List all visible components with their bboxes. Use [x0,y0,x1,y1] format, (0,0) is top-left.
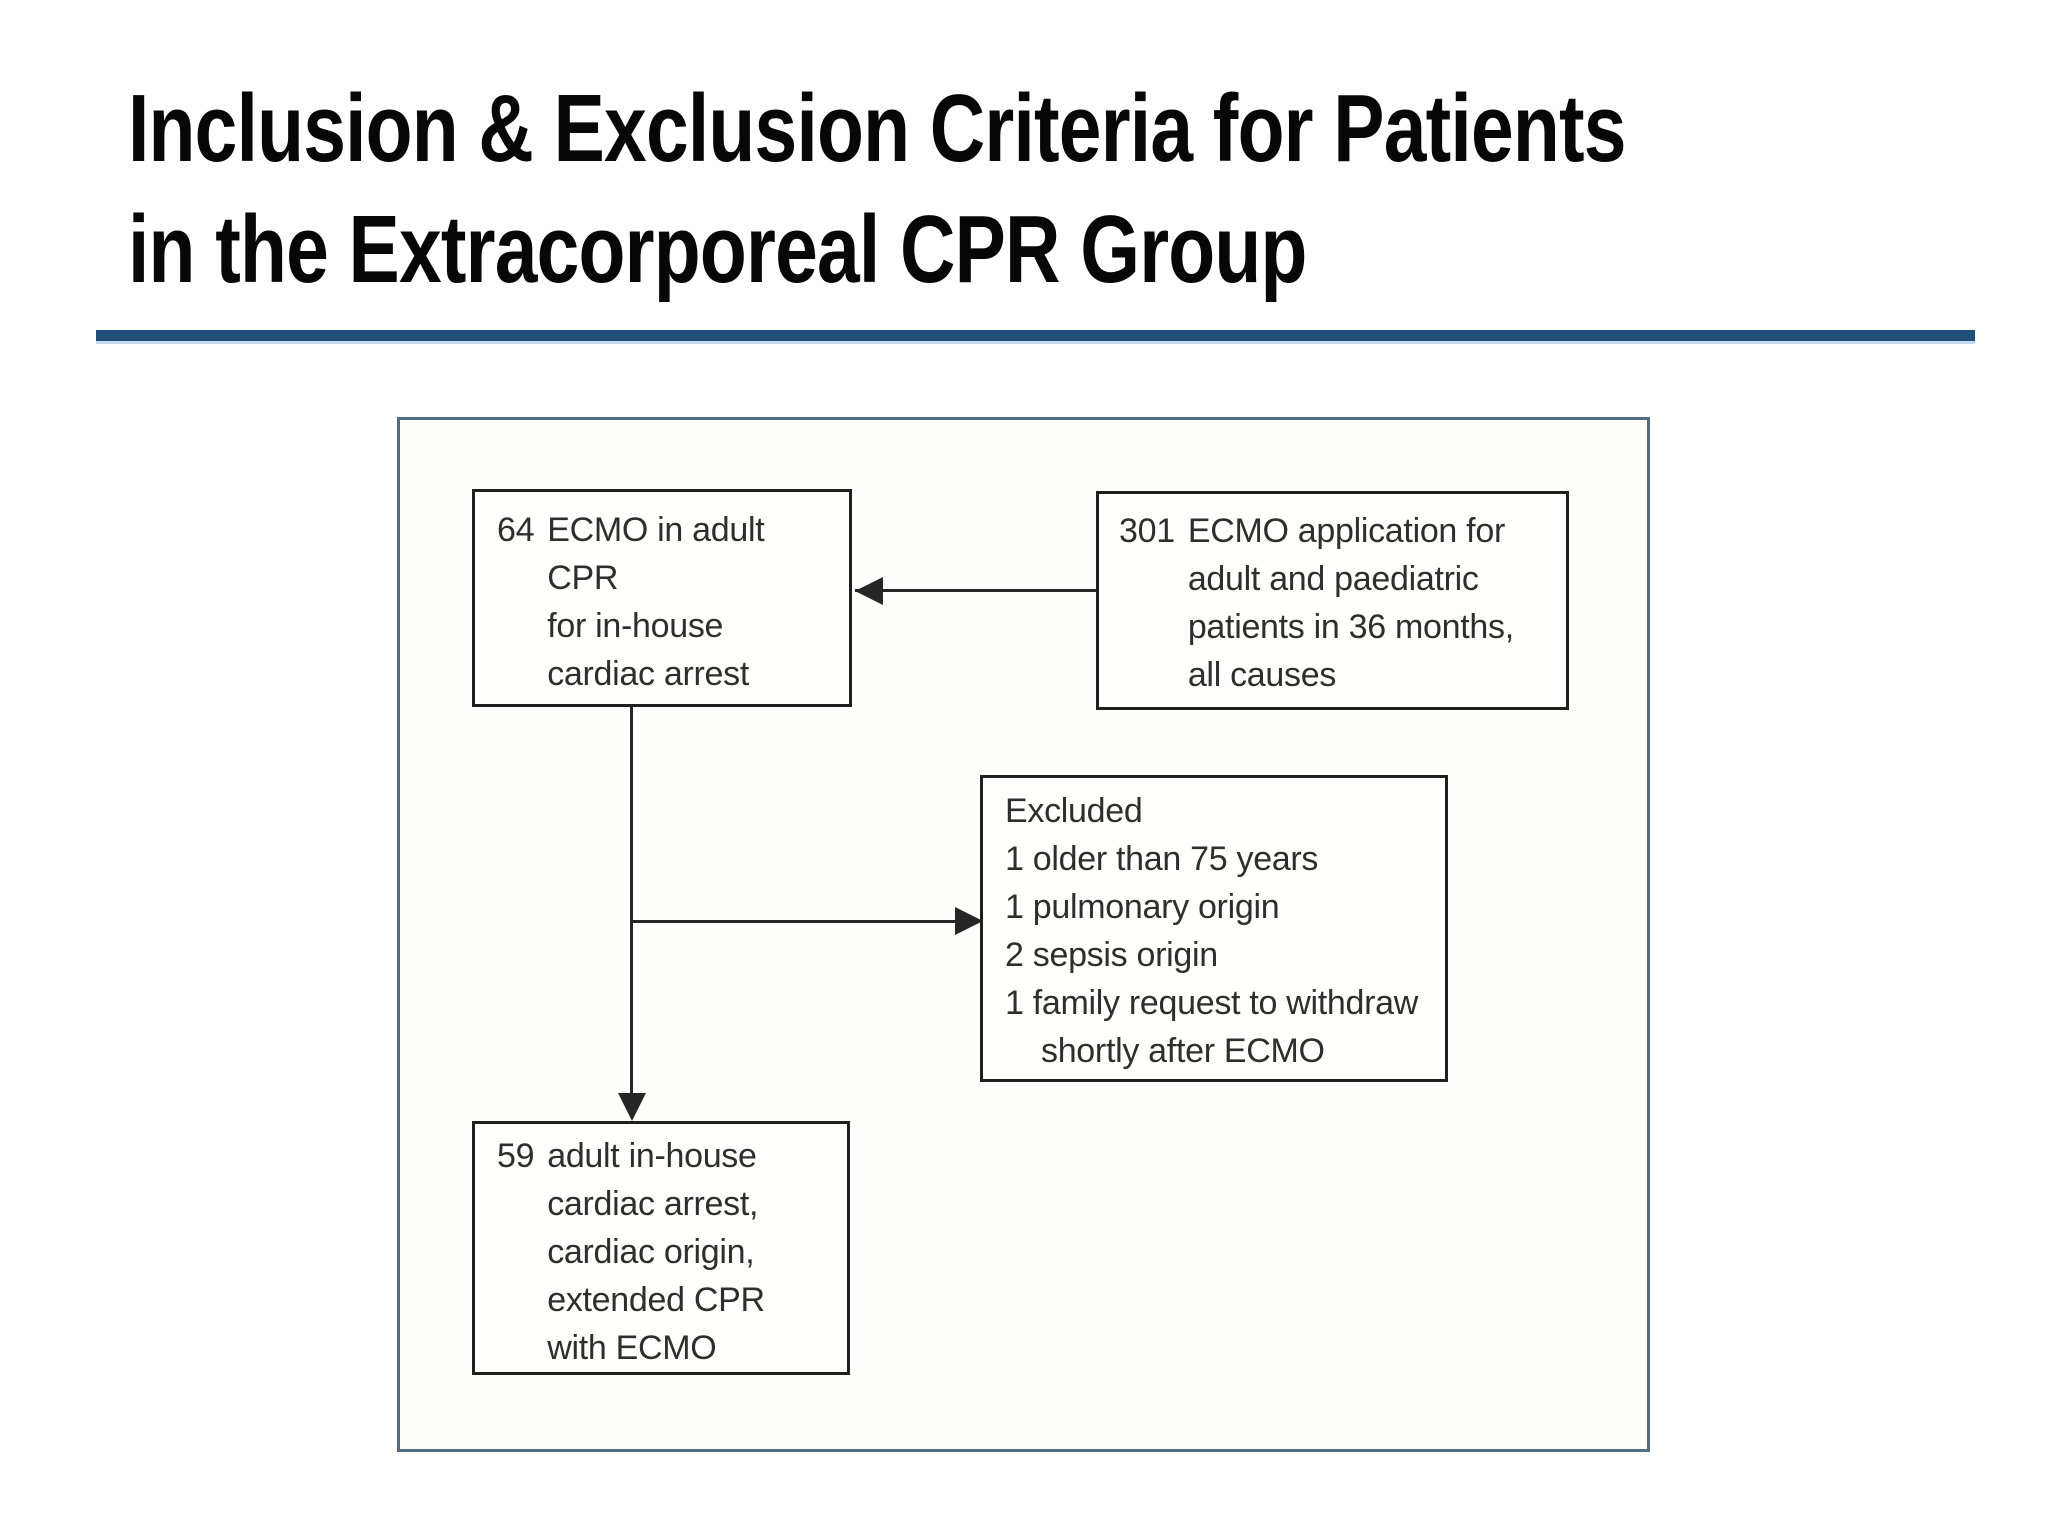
box-ecmo-adult-cpr-text: ECMO in adult CPR for in-house cardiac a… [547,511,765,693]
slide-title: Inclusion & Exclusion Criteria for Patie… [128,68,2000,310]
box-ecmo-total-count: 301 [1119,512,1175,550]
excluded-item-age: 1 older than 75 years [1005,840,1319,878]
excluded-item-sepsis: 2 sepsis origin [1005,936,1218,974]
arrow-total-to-adult-head-icon [855,577,883,605]
title-underline [96,330,1975,344]
arrow-adult-to-final-line [630,707,633,1095]
slide-title-line1: Inclusion & Exclusion Criteria for Patie… [128,75,1626,182]
box-excluded-title: Excluded [1005,792,1143,830]
box-ecmo-adult-cpr: 64 ECMO in adult CPR for in-house cardia… [472,489,852,707]
box-final-cohort-content: 59 adult in-house cardiac arrest, cardia… [497,1132,833,1372]
slide-title-line2: in the Extracorporeal CPR Group [128,196,1307,303]
box-final-cohort: 59 adult in-house cardiac arrest, cardia… [472,1121,850,1375]
box-ecmo-total-content: 301 ECMO application for adult and paedi… [1119,507,1554,699]
box-ecmo-adult-cpr-count: 64 [497,511,535,549]
box-final-cohort-count: 59 [497,1137,535,1175]
arrow-branch-to-excluded-line [630,920,955,923]
excluded-item-family-request: 1 family request to withdraw shortly aft… [1005,984,1418,1070]
arrow-adult-to-final-head-icon [618,1093,646,1121]
arrow-branch-to-excluded-head-icon [955,907,983,935]
box-ecmo-total: 301 ECMO application for adult and paedi… [1096,491,1569,710]
box-ecmo-total-text: ECMO application for adult and paediatri… [1187,512,1514,694]
box-ecmo-adult-cpr-content: 64 ECMO in adult CPR for in-house cardia… [497,506,835,698]
arrow-total-to-adult-line [855,589,1096,592]
box-excluded: Excluded 1 older than 75 years 1 pulmona… [980,775,1448,1082]
excluded-item-pulmonary: 1 pulmonary origin [1005,888,1280,926]
box-final-cohort-text: adult in-house cardiac arrest, cardiac o… [547,1137,765,1367]
